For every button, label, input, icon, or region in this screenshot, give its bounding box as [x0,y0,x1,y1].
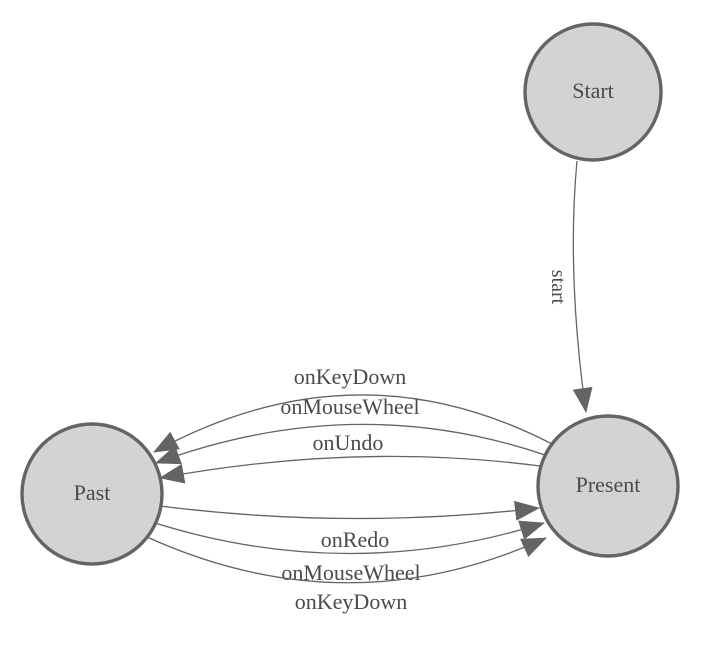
edge-start-to-present: start [547,160,593,413]
edge-present-to-past-onkeydown: onKeyDown [153,364,553,453]
edge-past-to-present-onkeydown: onKeyDown [146,536,547,614]
edge-label-onkeydown-top: onKeyDown [294,364,406,389]
edge-present-to-past-onmousewheel: onMouseWheel [155,394,546,465]
edge-label-start: start [547,270,569,305]
node-past[interactable]: Past [20,422,164,566]
edge-label-onredo: onRedo [321,527,389,552]
edge-line-onkeydown-bottom [146,536,547,584]
node-circle-present[interactable] [536,414,680,558]
edge-line-onmousewheel-bottom [154,520,545,555]
node-present[interactable]: Present [536,414,680,558]
edge-line-onkeydown-top [153,394,553,453]
edge-line-onundo [159,455,541,484]
node-circle-start[interactable] [523,22,663,162]
node-start[interactable]: Start [523,22,663,162]
edge-label-onkeydown-bottom: onKeyDown [295,589,407,614]
node-circle-past[interactable] [20,422,164,566]
edge-label-onundo: onUndo [313,430,384,455]
edge-past-to-present-onredo: onRedo [159,500,540,552]
edge-label-onmousewheel-bottom: onMouseWheel [281,560,420,585]
edge-line-onmousewheel-top [155,423,546,465]
edge-line-start [572,160,593,413]
edge-label-onmousewheel-top: onMouseWheel [280,394,419,419]
edge-present-to-past-onundo: onUndo [159,430,541,484]
edge-line-onredo [159,500,540,521]
